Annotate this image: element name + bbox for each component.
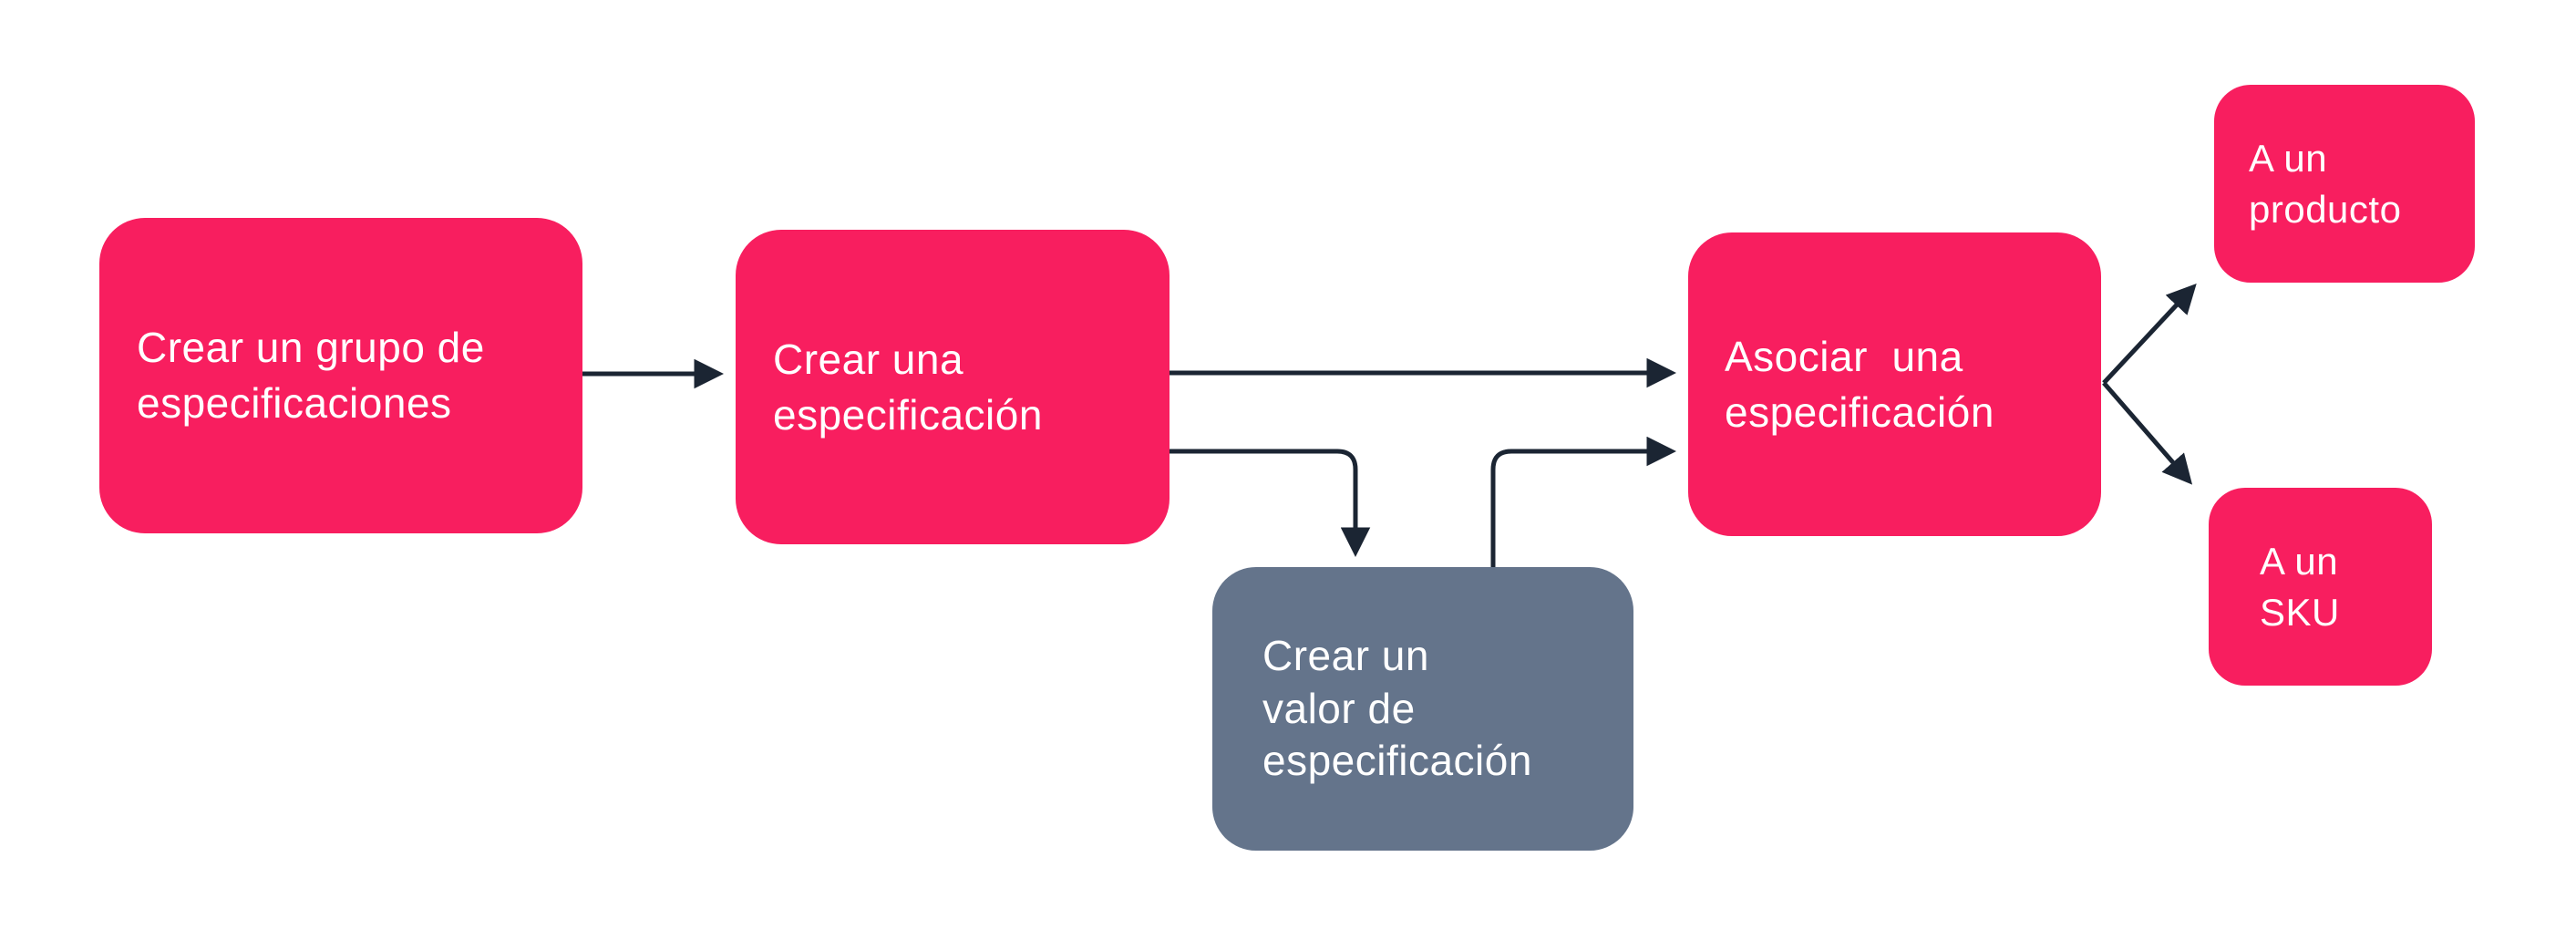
node-label: Asociar una especificación: [1725, 332, 1994, 436]
node-label: A un producto: [2249, 137, 2402, 231]
node-to-sku: A un SKU: [2209, 488, 2432, 686]
node-label: Crear una especificación: [773, 335, 1043, 439]
node-to-product: A un producto: [2214, 85, 2475, 283]
node-label: Crear un grupo de especificaciones: [137, 324, 485, 427]
node-label: Crear un valor de especificación: [1262, 632, 1532, 785]
edge-associate-to-sku: [2102, 381, 2193, 485]
node-create-spec-value: Crear un valor de especificación: [1212, 567, 1633, 851]
edge-associate-to-product: [2102, 283, 2197, 385]
edge-spec-to-value: [1170, 449, 1371, 557]
node-create-spec-group: Crear un grupo de especificaciones: [99, 218, 582, 533]
node-associate-spec: Asociar una especificación: [1688, 232, 2101, 536]
node-label: A un SKU: [2260, 540, 2340, 634]
edge-value-to-associate: [1490, 436, 1676, 567]
node-create-spec: Crear una especificación: [736, 230, 1170, 544]
